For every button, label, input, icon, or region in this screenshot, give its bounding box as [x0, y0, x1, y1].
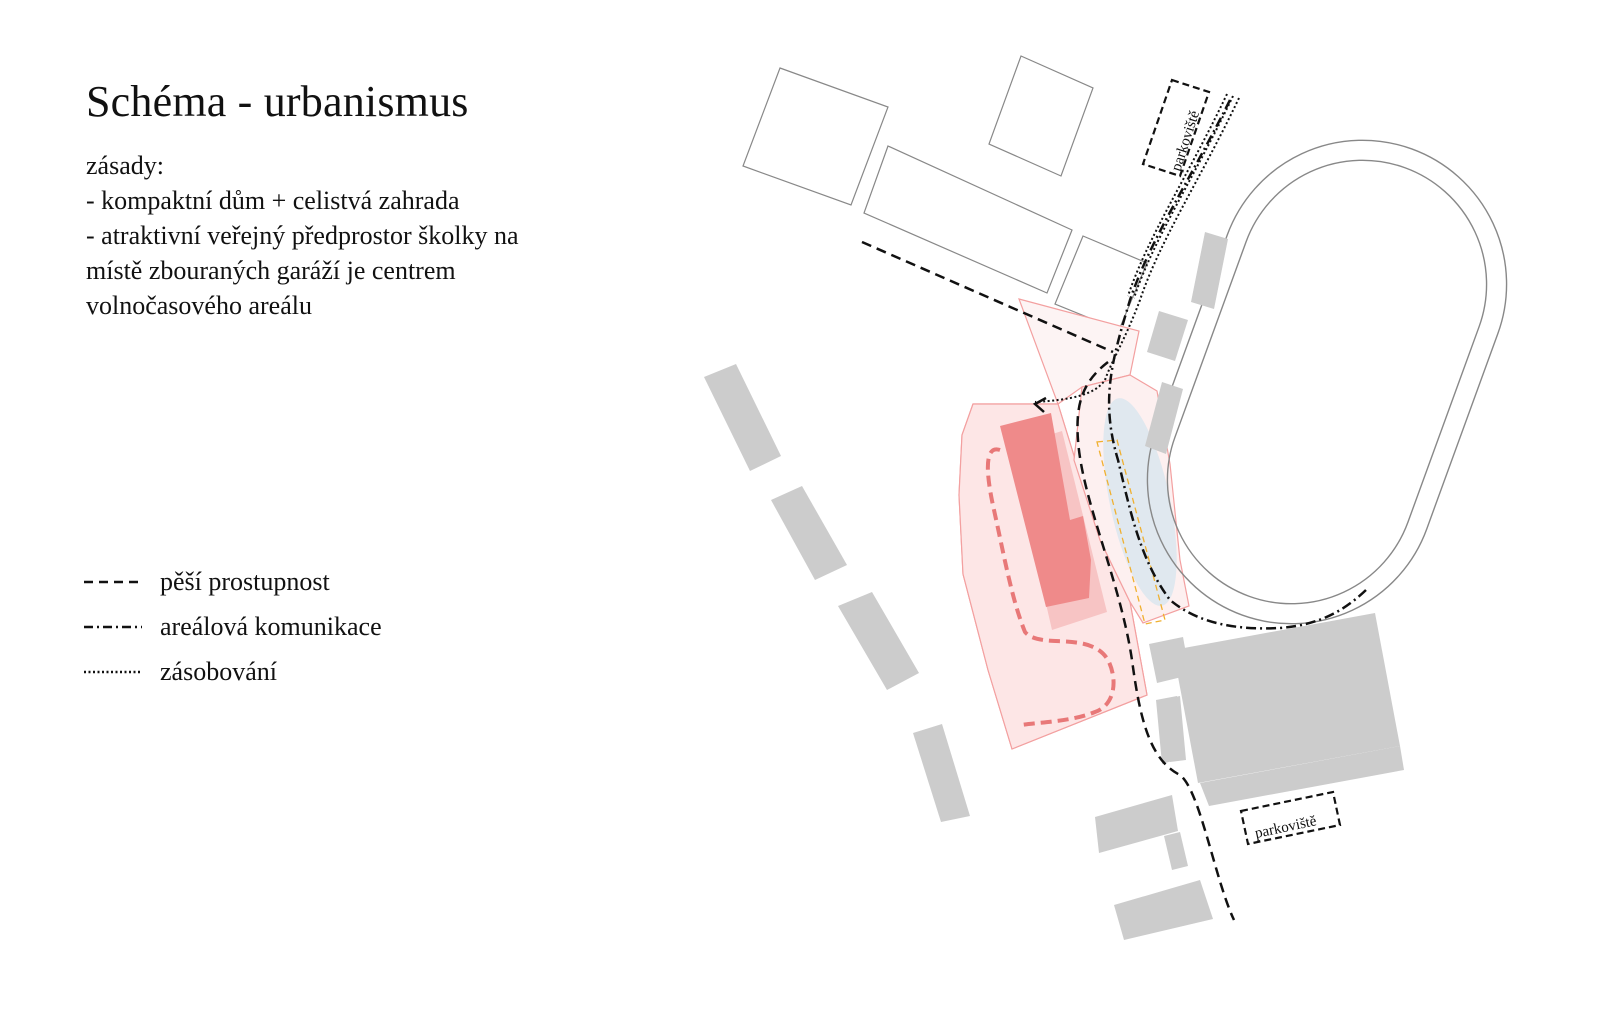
- dashed-line-symbol: [84, 580, 142, 584]
- building: [1095, 795, 1178, 853]
- legend-label: zásobování: [160, 657, 277, 686]
- garage: [1191, 232, 1228, 309]
- kindergarten-building: [1000, 413, 1091, 607]
- principle-line: - kompaktní dům + celistvá zahrada: [86, 186, 460, 215]
- grey-buildings: [704, 232, 1404, 940]
- public-square: [1103, 398, 1177, 606]
- campus-road: [1107, 99, 1367, 630]
- building-outline: [863, 145, 1073, 294]
- garden-loop-path: [985, 447, 1116, 727]
- pedestrian-paths: [861, 240, 1236, 921]
- diagram-title: Schéma - urbanismus: [86, 77, 469, 126]
- building: [771, 486, 847, 580]
- arrow-head-icon: [1032, 396, 1047, 413]
- supply-route: [1034, 93, 1240, 403]
- building: [1114, 880, 1213, 940]
- running-track: [1146, 139, 1508, 625]
- principles-heading: zásady:: [86, 151, 164, 180]
- sports-hall: [1173, 613, 1400, 783]
- sports-hall-annex: [1200, 746, 1404, 806]
- legend-label: areálová komunikace: [160, 612, 382, 641]
- parking-label: parkoviště: [1169, 109, 1204, 174]
- building: [913, 724, 970, 822]
- principle-line: - atraktivní veřejný předprostor školky …: [86, 221, 519, 250]
- play-area: [1096, 439, 1166, 625]
- garage: [1147, 311, 1188, 361]
- building: [1164, 832, 1188, 870]
- legend-item-campus-road: areálová komunikace: [84, 612, 484, 642]
- building-outline: [742, 67, 889, 206]
- parking-south: parkoviště: [1239, 790, 1342, 846]
- principles-text: zásady: - kompaktní dům + celistvá zahra…: [86, 148, 646, 323]
- building: [704, 364, 781, 471]
- existing-buildings-outline: [742, 55, 1148, 331]
- principle-line: místě zbouraných garáží je centrem: [86, 256, 456, 285]
- garage: [1145, 382, 1183, 454]
- pedestrian-path: [861, 240, 1114, 354]
- supply-path: [1034, 97, 1240, 403]
- parking-label: parkoviště: [1254, 813, 1319, 842]
- building-outline: [988, 55, 1094, 177]
- dotted-line-symbol: [84, 670, 142, 674]
- legend-item-supply: zásobování: [84, 657, 484, 687]
- sports-hall-side: [1160, 696, 1186, 762]
- legend-label: pěší prostupnost: [160, 567, 330, 596]
- legend-item-pedestrian: pěší prostupnost: [84, 567, 484, 597]
- building: [838, 592, 919, 690]
- principle-line: volnočasového areálu: [86, 291, 312, 320]
- pedestrian-path: [1076, 361, 1236, 921]
